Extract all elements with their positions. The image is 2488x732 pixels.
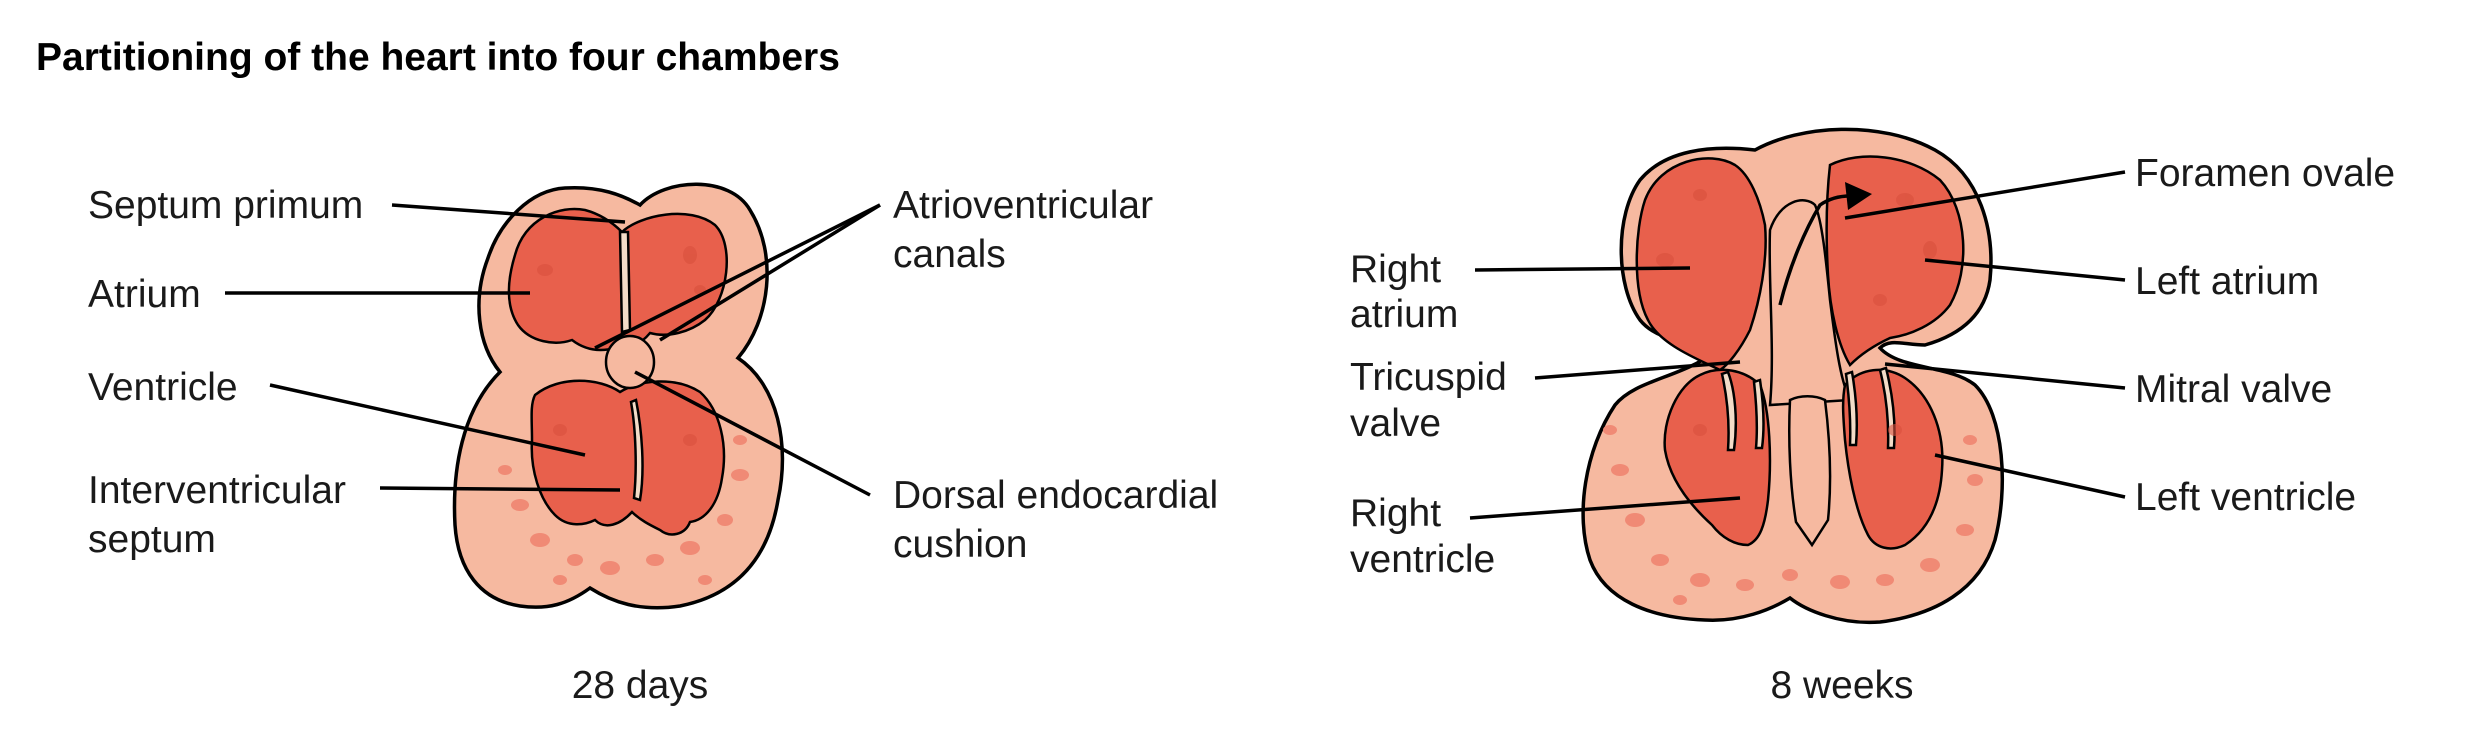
caption-28-days: 28 days [572, 664, 709, 707]
chamber-spots-8 [1656, 189, 1937, 436]
interventricular-septum-28 [629, 398, 644, 502]
label-interventricular: Interventricular [88, 469, 346, 512]
label-tricuspid: Tricuspid [1350, 356, 1507, 399]
heart-28-days [452, 182, 785, 610]
label-atrium: Atrium [88, 273, 201, 316]
caption-8-weeks: 8 weeks [1770, 664, 1913, 707]
left-ventricle-8 [1841, 368, 1944, 550]
labels-8: Right atrium Tricuspid valve Right ventr… [1350, 152, 2395, 707]
label-dorsal-endocardial: Dorsal endocardial [893, 474, 1218, 517]
label-canals: canals [893, 233, 1006, 276]
label-atrioventricular: Atrioventricular [893, 184, 1153, 227]
dorsal-endocardial-cushion-28 [604, 334, 656, 390]
right-atrium-8 [1635, 157, 1767, 372]
foramen-ovale-arrowhead [1845, 182, 1872, 210]
atrial-septum-8 [1768, 199, 1852, 407]
label-right-2: Right [1350, 492, 1441, 535]
label-mitral-valve: Mitral valve [2135, 368, 2332, 411]
tricuspid-valve-8 [1720, 370, 1765, 452]
figure-title: Partitioning of the heart into four cham… [36, 36, 840, 79]
label-valve: valve [1350, 402, 1441, 445]
interventricular-septum-8 [1788, 395, 1832, 548]
tissue-spots-8 [1603, 425, 1983, 605]
ventricle-28-chamber [530, 379, 726, 536]
label-foramen-ovale: Foramen ovale [2135, 152, 2395, 195]
labels-28: Septum primum Atrium Ventricle Intervent… [88, 184, 1218, 707]
heart-8-weeks [1581, 127, 2005, 625]
leader-lines-8 [1469, 170, 2126, 520]
leader-lines-28 [225, 203, 881, 497]
label-septum: septum [88, 518, 216, 561]
chamber-spots-28 [537, 246, 706, 446]
label-ventricle-right: ventricle [1350, 538, 1495, 581]
tissue-spots-28 [498, 435, 749, 585]
septum-primum-28 [618, 230, 632, 334]
label-right: Right [1350, 248, 1441, 291]
label-atrium-right: atrium [1350, 293, 1458, 336]
label-ventricle: Ventricle [88, 366, 238, 409]
label-septum-primum: Septum primum [88, 184, 363, 227]
label-left-ventricle: Left ventricle [2135, 476, 2356, 519]
atrium-28-chamber [507, 207, 728, 352]
label-left-atrium: Left atrium [2135, 260, 2319, 303]
foramen-ovale-arrow [1778, 194, 1851, 306]
label-cushion: cushion [893, 523, 1027, 566]
